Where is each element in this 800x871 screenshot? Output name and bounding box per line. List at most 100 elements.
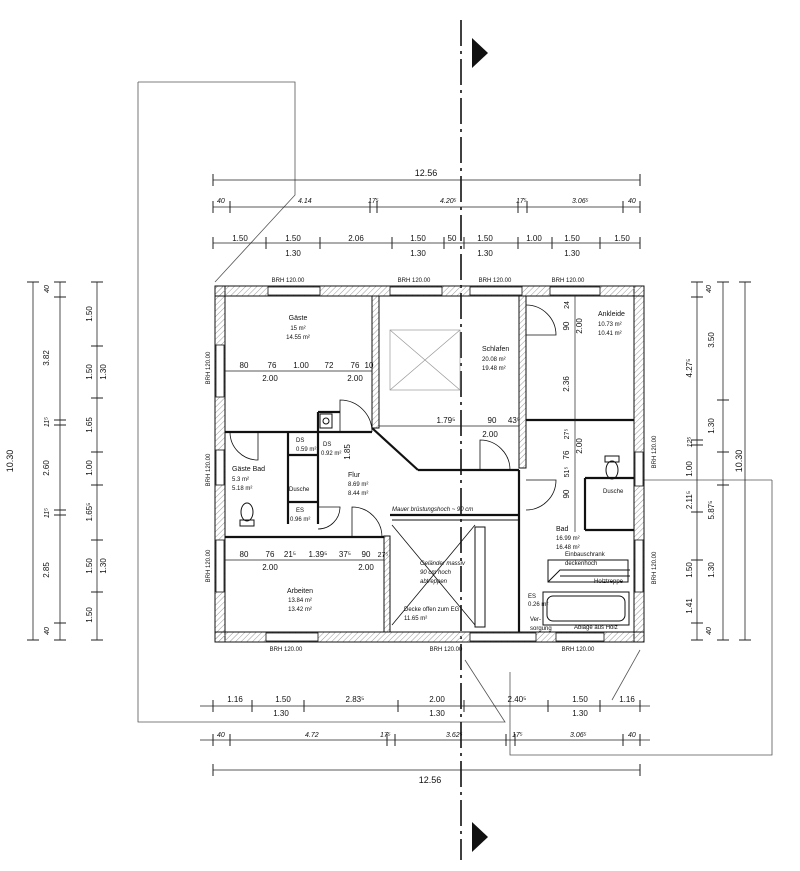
door-arbeiten	[351, 506, 383, 538]
room-es-2: ES 0.26 m²	[528, 594, 548, 608]
room-area: 16.99 m²	[556, 536, 580, 542]
dim-text: 90	[562, 489, 571, 498]
dim-text: 1.30	[99, 558, 108, 574]
dim-text: 2.00	[347, 374, 363, 383]
right-dimensions: 40 4.27⁵ 12⁵ 2.11⁵ 1.50 1.41 40 3.50 1.3…	[685, 285, 716, 635]
room-area: 8.69 m²	[348, 482, 368, 488]
bathtub-icon	[542, 591, 630, 626]
dim-text: 80	[240, 550, 249, 559]
dim-text: 1.30	[564, 249, 580, 258]
dim-text: 17⁵	[512, 732, 523, 739]
dim-text: 72	[325, 361, 334, 370]
room-name: ES	[528, 594, 536, 600]
brh-label: BRH 120.00	[398, 278, 431, 284]
dim-text: 1.50	[85, 558, 94, 574]
interior-dim-lines	[225, 296, 576, 561]
brh-label: BRH 120.00	[206, 549, 212, 582]
dim-text: 1.50	[232, 234, 248, 243]
low-walls	[392, 519, 519, 628]
room-decke: Decke offen zum EG 11.65 m²	[404, 607, 460, 622]
interior-walls	[225, 410, 634, 632]
room-name: Gäste Bad	[232, 466, 265, 473]
arbeiten-dim-row: 80 76 21⁵ 1.39⁵ 37⁵ 90 27⁵ 2.00 2.00	[240, 550, 389, 572]
dim-text: 1.50	[572, 695, 588, 704]
brh-label: BRH 120.00	[206, 453, 212, 486]
ankleide-dim-col: 24 90 2.00 2.36	[562, 301, 584, 392]
label-text: Ver-	[530, 617, 541, 623]
dim-text: 40	[44, 627, 51, 635]
bad-dim-col: 27⁵ 2.00 76 51⁵ 90	[562, 429, 584, 499]
door-es	[317, 506, 341, 530]
dim-text: 50	[448, 234, 457, 243]
toilet-icon	[604, 455, 620, 480]
room-name: ES	[296, 508, 304, 514]
brh-labels: BRH 120.00 BRH 120.00 BRH 120.00 BRH 120…	[206, 278, 658, 653]
room-name: Schlafen	[482, 346, 509, 353]
dim-text: 1.30	[707, 418, 716, 434]
dim-text: 1.79⁵	[437, 416, 456, 425]
dim-text: 1.00	[293, 361, 309, 370]
dim-text: 1.41	[685, 598, 694, 614]
versorgung-label: Ver- sorgung	[530, 617, 552, 632]
wardrobe-icon	[547, 559, 629, 583]
dim-text: 24	[564, 301, 571, 309]
room-area: 0.96 m²	[290, 517, 310, 523]
dim-text: 2.00	[482, 430, 498, 439]
brh-label: BRH 120.00	[430, 647, 463, 653]
dim-text: 1.30	[707, 562, 716, 578]
room-area: 8.44 m²	[348, 491, 368, 497]
section-arrow-top-icon	[472, 38, 488, 68]
dim-text: 17⁵	[368, 198, 379, 205]
dim-text: 1.50	[685, 562, 694, 578]
staircase-icon	[547, 569, 630, 583]
gaeste-dim-row: 80 76 1.00 72 76 10 2.00 2.00	[240, 361, 374, 383]
dim-text: 1.30	[285, 249, 301, 258]
windows	[215, 286, 644, 642]
door-gaeste	[339, 399, 373, 433]
dim-text: 1.50	[614, 234, 630, 243]
dim-text: 2.00	[575, 318, 584, 334]
top-dimension-row-1: 40 4.14 17⁵ 4.20⁵ 17⁵ 3.06⁵ 40	[217, 198, 636, 205]
room-area: 11.65 m²	[404, 616, 427, 622]
room-area: 13.42 m²	[288, 607, 312, 613]
dim-text: 40	[217, 732, 225, 739]
dim-text: 1.30	[273, 709, 289, 718]
dim-text: 1.39⁵	[309, 550, 328, 559]
dim-text: 27⁵	[378, 552, 389, 559]
toilet-icon	[239, 502, 255, 527]
dim-text: 1.65	[85, 417, 94, 433]
dim-text: 76	[562, 450, 571, 459]
room-gaeste: Gäste 15 m² 14.55 m²	[286, 315, 310, 341]
dim-text: 2.11⁵	[685, 491, 694, 509]
door-ankleide	[525, 304, 557, 336]
dim-text: 1.50	[564, 234, 580, 243]
dim-text: 40	[628, 732, 636, 739]
dim-text: 1.50	[85, 607, 94, 623]
doors	[229, 304, 557, 538]
door-schlafen	[479, 439, 511, 471]
dim-text: 5.87⁵	[707, 501, 716, 520]
brh-label: BRH 120.00	[562, 647, 595, 653]
dim-text: 2.83⁵	[346, 695, 365, 704]
room-ds-2: DS 0.92 m²	[321, 442, 341, 457]
dimension-ticks	[27, 174, 751, 776]
bottom-dimension-row-2: 40 4.72 17⁵ 3.62⁵ 17⁵ 3.06⁵ 40	[217, 732, 636, 739]
bottom-dimension-row-1: 1.16 1.50 2.83⁵ 2.00 2.40⁵ 1.50 1.16 1.3…	[227, 695, 635, 718]
wall-note: Mauer brüstungshoch ~ 90 cm	[392, 507, 473, 513]
brh-label: BRH 120.00	[479, 278, 512, 284]
dim-text: 12⁵	[687, 437, 694, 448]
dim-text: 21⁵	[284, 550, 296, 559]
label-text: Geländer massiv	[420, 561, 466, 567]
overall-width-bottom: 12.56	[419, 775, 442, 785]
brh-label: BRH 120.00	[652, 551, 658, 584]
room-schlafen: Schlafen 20.08 m² 19.48 m²	[482, 346, 509, 372]
room-area: 16.48 m²	[556, 545, 580, 551]
dim-text: 40	[706, 285, 713, 293]
overall-width-top: 12.56	[415, 168, 438, 178]
dim-text: 1.00	[685, 461, 694, 477]
dim-text: 27⁵	[564, 429, 571, 440]
dim-text: 11⁵	[44, 508, 51, 518]
dim-text: 80	[240, 361, 249, 370]
dim-text: 90	[488, 416, 497, 425]
